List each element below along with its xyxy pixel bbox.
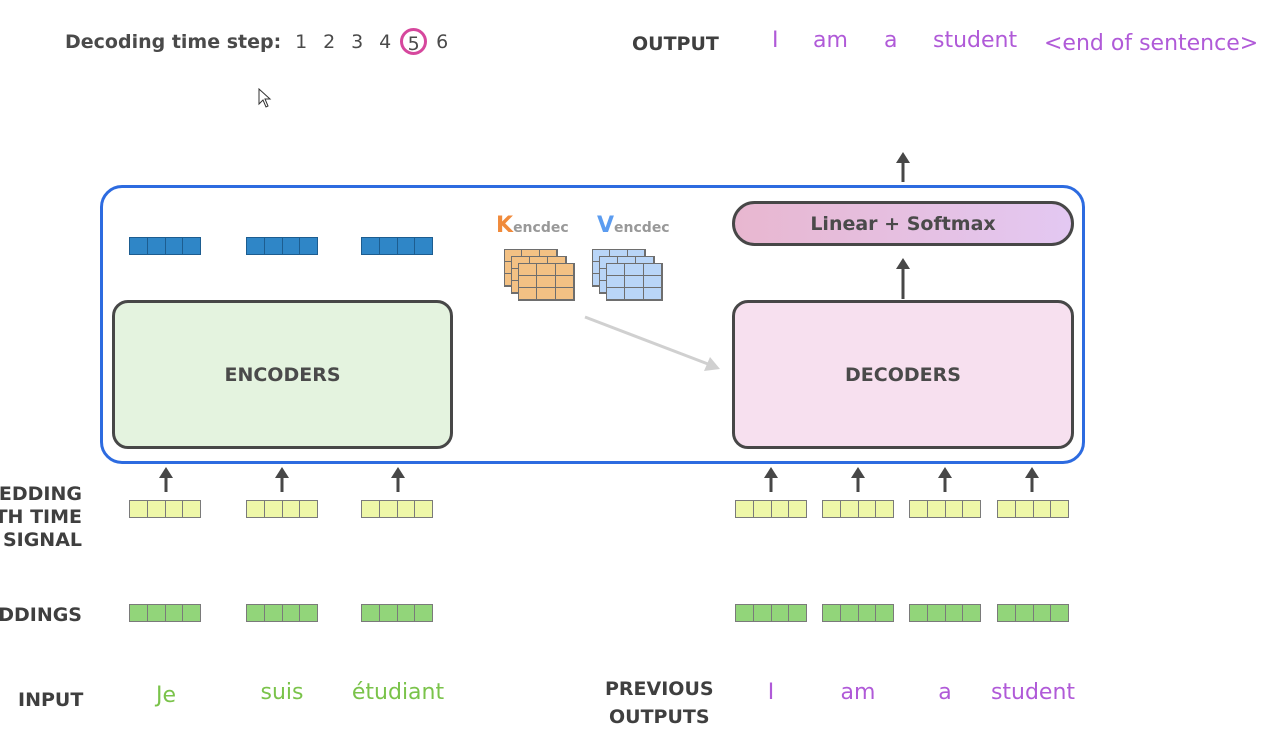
v-letter: V	[597, 213, 615, 238]
prev-arrow-icon-3	[938, 467, 952, 492]
output-word-a: a	[884, 28, 898, 53]
model-frame	[100, 185, 1085, 464]
previous-outputs-line-1: PREVIOUS	[605, 678, 714, 700]
time-signal-vector-dec-2	[822, 500, 894, 518]
kv-to-decoder-arrow-icon	[584, 315, 720, 371]
time-signal-vector-enc-2	[246, 500, 318, 518]
k-matrix-stack	[504, 249, 579, 305]
previous-outputs-line-2: OUTPUTS	[609, 706, 710, 728]
output-word-eos: <end of sentence>	[1044, 31, 1259, 56]
time-signal-vector-enc-3	[361, 500, 433, 518]
input-arrow-icon-2	[275, 467, 289, 492]
v-matrix-stack	[592, 249, 667, 305]
k-subscript: encdec	[513, 220, 569, 236]
prev-arrow-icon-1	[764, 467, 778, 492]
input-arrow-icon-1	[159, 467, 173, 492]
embedding-vector-enc-3	[361, 604, 433, 622]
time-signal-label: EDDING TH TIME SIGNAL	[0, 483, 82, 552]
linear-softmax-block: Linear + Softmax	[732, 201, 1074, 246]
decoders-block: DECODERS	[732, 300, 1074, 449]
prev-word-student: student	[990, 680, 1076, 705]
time-signal-label-line-1: EDDING	[0, 483, 82, 505]
k-letter: K	[496, 213, 514, 238]
k-matrix-front	[518, 263, 575, 301]
output-word-student: student	[933, 28, 1018, 53]
embedding-vector-enc-2	[246, 604, 318, 622]
step-4: 4	[379, 30, 392, 53]
step-2: 2	[323, 30, 336, 53]
time-signal-label-line-3: SIGNAL	[2, 529, 82, 551]
time-signal-vector-dec-4	[997, 500, 1069, 518]
output-label: OUTPUT	[632, 33, 719, 55]
step-1: 1	[295, 30, 308, 53]
input-word-je: Je	[155, 683, 177, 708]
previous-outputs-label: PREVIOUS OUTPUTS	[605, 675, 714, 731]
decoding-step-label: Decoding time step:	[65, 30, 282, 53]
prev-word-am: am	[840, 680, 876, 705]
prev-word-i: I	[767, 680, 775, 705]
time-signal-vector-enc-1	[129, 500, 201, 518]
embedding-vector-dec-4	[997, 604, 1069, 622]
input-arrow-icon-3	[391, 467, 405, 492]
time-signal-label-line-2: TH TIME	[0, 506, 82, 528]
output-arrow-icon	[896, 152, 910, 182]
step-5-current: 5	[400, 28, 428, 55]
embeddings-label: DDINGS	[0, 604, 82, 626]
time-signal-vector-dec-3	[909, 500, 981, 518]
prev-word-a: a	[938, 680, 952, 705]
encoders-block: ENCODERS	[112, 300, 453, 449]
output-word-i: I	[772, 28, 779, 53]
step-3: 3	[351, 30, 364, 53]
embedding-vector-dec-2	[822, 604, 894, 622]
decoding-time-step-header: Decoding time step: 1 2 3 4 5 6	[65, 28, 456, 55]
time-signal-vector-dec-1	[735, 500, 807, 518]
v-matrix-front	[606, 263, 663, 301]
step-6: 6	[436, 30, 449, 53]
embedding-vector-dec-1	[735, 604, 807, 622]
prev-arrow-icon-4	[1025, 467, 1039, 492]
v-subscript: encdec	[614, 220, 670, 236]
encoder-output-vector-3	[361, 237, 433, 255]
decoder-to-linear-arrow-icon	[896, 258, 910, 299]
prev-arrow-icon-2	[851, 467, 865, 492]
embedding-vector-dec-3	[909, 604, 981, 622]
input-word-suis: suis	[260, 680, 304, 705]
v-encdec-label: Vencdec	[597, 213, 670, 238]
encoder-output-vector-1	[129, 237, 201, 255]
mouse-cursor-icon	[258, 88, 272, 108]
encoder-output-vector-2	[246, 237, 318, 255]
k-encdec-label: Kencdec	[496, 213, 569, 238]
output-word-am: am	[813, 28, 848, 53]
embedding-vector-enc-1	[129, 604, 201, 622]
input-label: INPUT	[18, 689, 84, 711]
input-word-etudiant: étudiant	[351, 680, 445, 705]
